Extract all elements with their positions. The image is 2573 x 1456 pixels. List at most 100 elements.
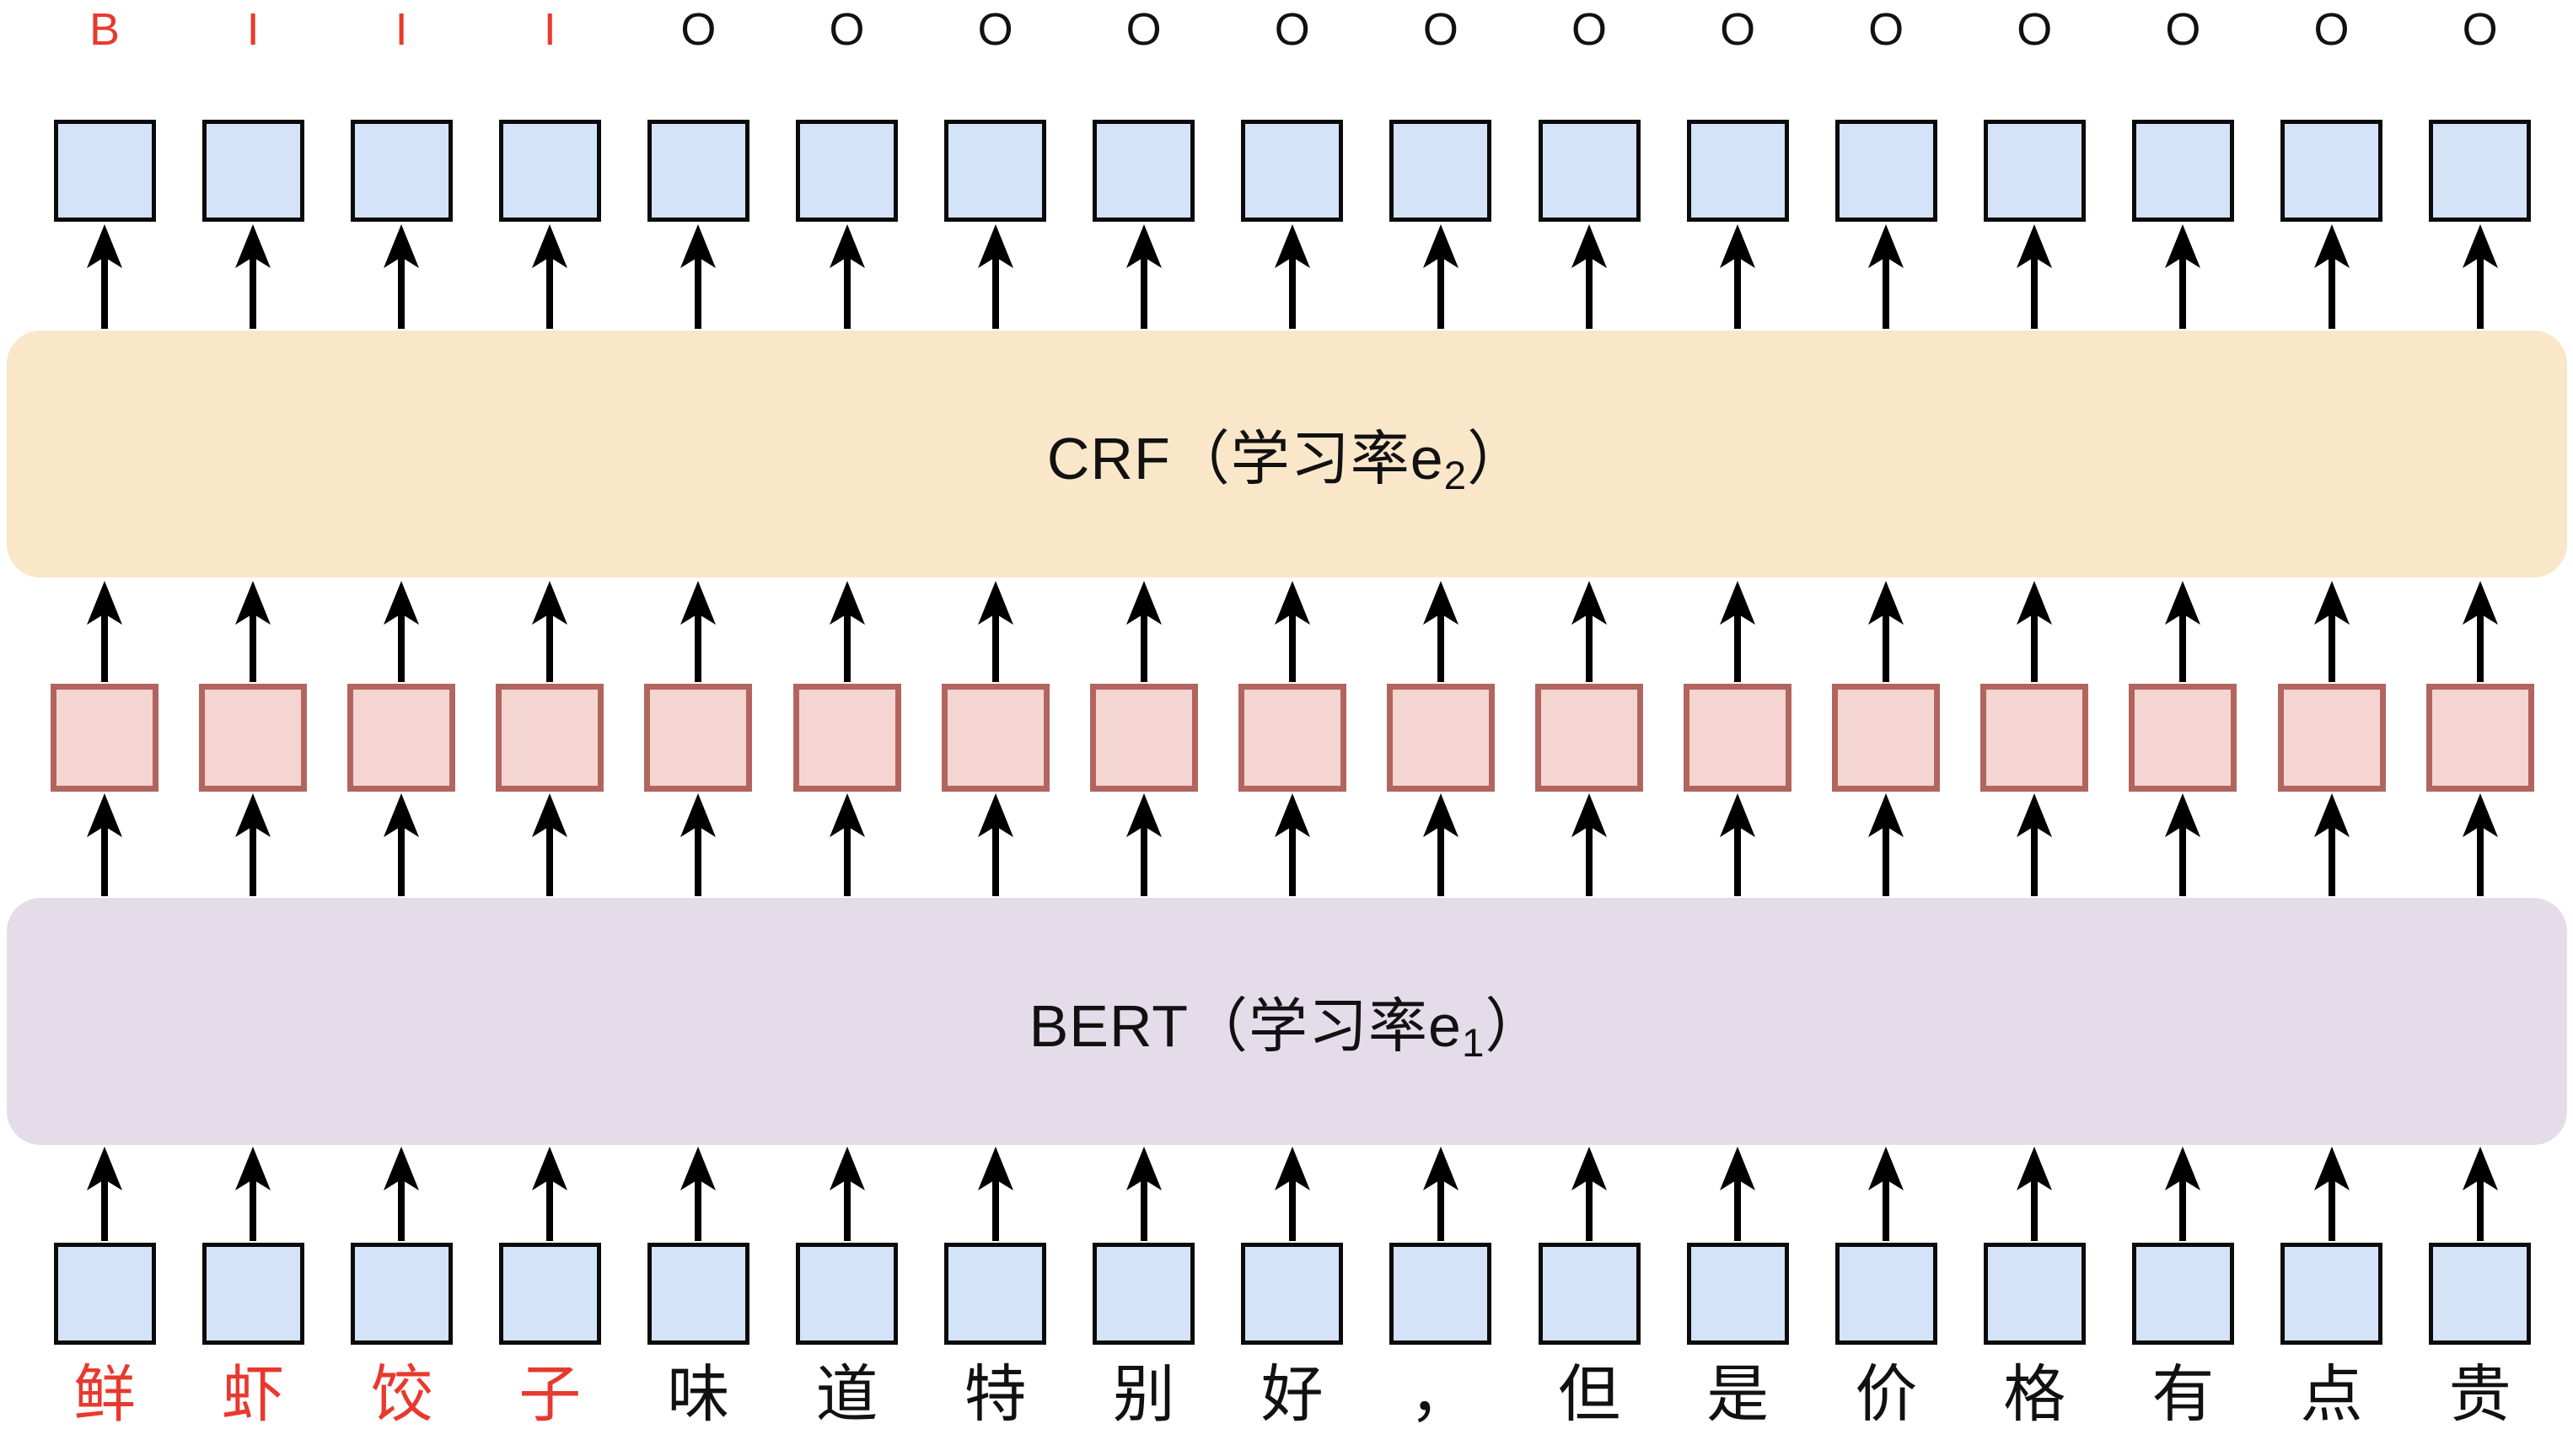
up-arrow bbox=[1720, 1147, 1756, 1241]
up-arrow bbox=[680, 1147, 717, 1241]
up-arrow bbox=[1571, 224, 1607, 329]
input-token: 但 bbox=[1558, 1359, 1620, 1429]
up-arrow bbox=[680, 224, 717, 329]
tag-label: O bbox=[1571, 4, 1607, 55]
input-token: 点 bbox=[2300, 1359, 2363, 1429]
up-arrow bbox=[680, 581, 717, 682]
bert-layer-band: BERT（学习率e1） bbox=[7, 898, 2567, 1145]
crf-output-box bbox=[350, 120, 453, 222]
input-embedding-box bbox=[1983, 1243, 2086, 1345]
input-token: 好 bbox=[1260, 1359, 1324, 1429]
input-token: ， bbox=[1409, 1359, 1472, 1429]
up-arrow bbox=[1274, 1147, 1310, 1241]
bert-hidden-box bbox=[1980, 684, 2089, 792]
bert-hidden-box bbox=[1238, 684, 1346, 792]
tag-label: O bbox=[1274, 4, 1310, 55]
tag-label: O bbox=[2017, 4, 2053, 55]
crf-layer-label: CRF（学习率e2） bbox=[1047, 411, 1527, 497]
bert-hidden-box bbox=[1684, 684, 1792, 792]
input-embedding-box bbox=[2131, 1243, 2234, 1345]
input-embedding-box bbox=[2429, 1243, 2532, 1345]
tag-label: O bbox=[977, 4, 1013, 55]
tag-label: O bbox=[680, 4, 717, 55]
up-arrow bbox=[532, 1147, 568, 1241]
up-arrow bbox=[2462, 793, 2498, 896]
input-embedding-box bbox=[1093, 1243, 1195, 1345]
tag-label: O bbox=[1868, 4, 1904, 55]
tag-label: O bbox=[2165, 4, 2201, 55]
bert-hidden-box bbox=[1386, 684, 1495, 792]
tag-label: I bbox=[543, 4, 556, 55]
up-arrow bbox=[2462, 224, 2498, 329]
crf-output-box bbox=[796, 120, 898, 222]
input-embedding-box bbox=[53, 1243, 156, 1345]
up-arrow bbox=[2313, 1147, 2350, 1241]
up-arrow bbox=[1422, 224, 1458, 329]
input-token: 味 bbox=[667, 1359, 730, 1429]
up-arrow bbox=[384, 224, 420, 329]
up-arrow bbox=[1571, 1147, 1607, 1241]
crf-output-box bbox=[1834, 120, 1937, 222]
up-arrow bbox=[1422, 581, 1458, 682]
crf-output-box bbox=[2131, 120, 2234, 222]
up-arrow bbox=[532, 224, 568, 329]
crf-output-box bbox=[647, 120, 749, 222]
crf-output-box bbox=[1538, 120, 1641, 222]
bert-hidden-box bbox=[644, 684, 753, 792]
up-arrow bbox=[1720, 581, 1756, 682]
bert-hidden-box bbox=[496, 684, 604, 792]
crf-output-box bbox=[1093, 120, 1195, 222]
bert-hidden-state-row bbox=[0, 684, 2573, 792]
up-arrow bbox=[1868, 224, 1904, 329]
input-token: 道 bbox=[815, 1359, 878, 1429]
crf-output-box bbox=[2280, 120, 2382, 222]
crf-output-box bbox=[1686, 120, 1789, 222]
up-arrow bbox=[235, 1147, 271, 1241]
up-arrow bbox=[1125, 581, 1162, 682]
up-arrow bbox=[829, 224, 865, 329]
up-arrow bbox=[384, 793, 420, 896]
up-arrow bbox=[87, 793, 122, 896]
bert-hidden-box bbox=[347, 684, 456, 792]
bert-hidden-box bbox=[1089, 684, 1198, 792]
bert-hidden-box bbox=[1535, 684, 1643, 792]
up-arrow bbox=[384, 581, 420, 682]
crf-output-box-row bbox=[0, 120, 2573, 222]
up-arrow bbox=[1571, 581, 1607, 682]
up-arrow bbox=[1868, 581, 1904, 682]
input-token: 别 bbox=[1112, 1359, 1175, 1429]
arrows-hidden-to-crf bbox=[0, 581, 2573, 682]
up-arrow bbox=[829, 1147, 865, 1241]
input-token: 饺 bbox=[370, 1359, 433, 1429]
up-arrow bbox=[2017, 1147, 2053, 1241]
input-embedding-box bbox=[796, 1243, 898, 1345]
up-arrow bbox=[2313, 581, 2350, 682]
up-arrow bbox=[2462, 1147, 2498, 1241]
up-arrow bbox=[235, 224, 271, 329]
bert-hidden-box bbox=[2129, 684, 2237, 792]
up-arrow bbox=[1571, 793, 1607, 896]
input-token: 鲜 bbox=[73, 1359, 136, 1429]
input-token: 虾 bbox=[222, 1359, 285, 1429]
input-embedding-box bbox=[201, 1243, 304, 1345]
tag-label: O bbox=[2313, 4, 2350, 55]
bert-label-text: BERT（学习率e bbox=[1029, 993, 1462, 1059]
bert-hidden-box bbox=[792, 684, 901, 792]
arrows-input-to-bert bbox=[0, 1147, 2573, 1241]
tag-label: I bbox=[395, 4, 408, 55]
up-arrow bbox=[87, 1147, 122, 1241]
arrows-crf-to-tags bbox=[0, 224, 2573, 329]
bert-label-close-paren: ） bbox=[1485, 993, 1545, 1059]
tag-label: O bbox=[829, 4, 865, 55]
up-arrow bbox=[1720, 224, 1756, 329]
arrows-bert-to-hidden bbox=[0, 793, 2573, 896]
up-arrow bbox=[384, 1147, 420, 1241]
crf-label-close-paren: ） bbox=[1467, 426, 1528, 492]
input-token: 特 bbox=[964, 1359, 1027, 1429]
tag-label: I bbox=[246, 4, 260, 55]
up-arrow bbox=[1422, 793, 1458, 896]
input-token: 有 bbox=[2151, 1359, 2215, 1429]
input-token: 是 bbox=[1706, 1359, 1770, 1429]
up-arrow bbox=[2313, 224, 2350, 329]
